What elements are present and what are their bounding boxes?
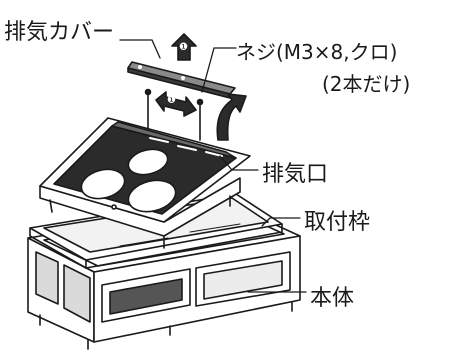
arrow-up-step1: [171, 33, 197, 61]
step1-slide-badge: ❶: [167, 95, 176, 106]
label-exhaust-port: 排気口: [262, 162, 329, 187]
step1-badge: ❶: [179, 42, 188, 53]
leader-exhaust-port: [219, 155, 259, 171]
step2-badge: ❷: [228, 118, 238, 131]
leader-screw: [201, 47, 237, 93]
label-screw-qty: (2本だけ): [322, 72, 411, 96]
screw-right: [196, 98, 204, 141]
cooktop: [39, 117, 251, 249]
arrow-lift-step2: [216, 93, 247, 141]
leader-exhaust-cover: [119, 39, 161, 59]
label-main-body: 本体: [310, 286, 355, 311]
leader-mounting-frame: [261, 217, 301, 227]
screw-left: [144, 88, 152, 131]
label-screw: ネジ(M3×8,クロ): [236, 40, 398, 64]
exhaust-cover: [127, 61, 236, 99]
label-exhaust-cover: 排気カバー: [4, 20, 115, 45]
label-mounting-frame: 取付枠: [304, 210, 371, 235]
arrow-slide-step1: [155, 91, 197, 117]
